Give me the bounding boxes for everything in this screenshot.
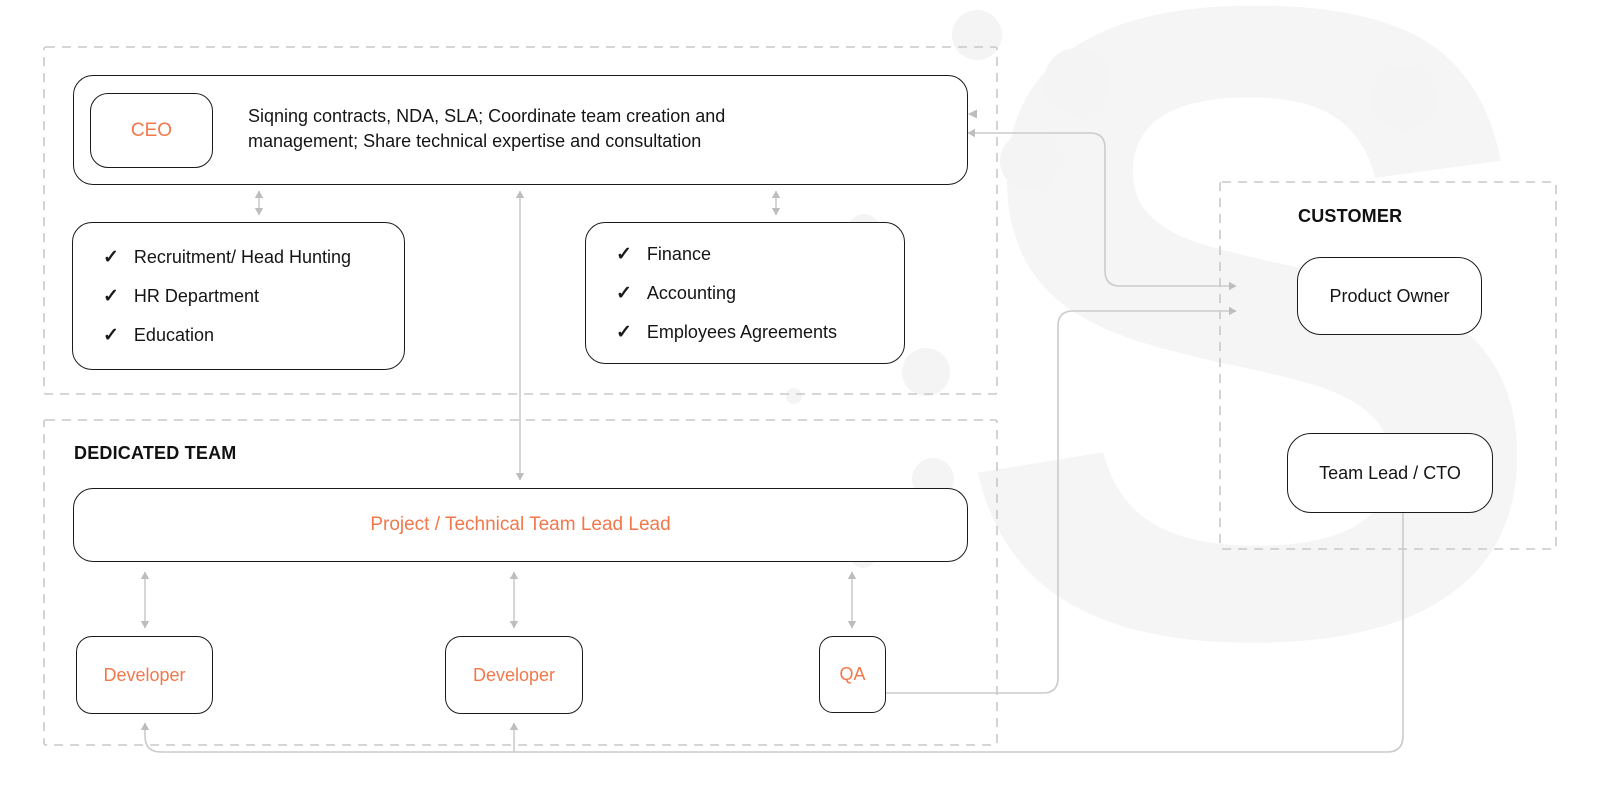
- list-item: ✓ Accounting: [616, 282, 736, 305]
- watermark-dot: [1372, 66, 1436, 130]
- connector-cto-developer-1: [140, 513, 1404, 753]
- watermark-letter: S: [952, 0, 1553, 800]
- list-item: ✓ Recruitment/ Head Hunting: [103, 246, 351, 269]
- product-owner-label: Product Owner: [1329, 285, 1450, 306]
- list-item: ✓ HR Department: [103, 285, 259, 308]
- dedicated-team-panel: [43, 419, 998, 746]
- qa-box: QA: [819, 636, 886, 713]
- list-item: ✓ Education: [103, 324, 214, 347]
- list-item-label: Recruitment/ Head Hunting: [133, 246, 352, 267]
- watermark-dot: [952, 10, 1002, 60]
- check-icon: ✓: [616, 321, 632, 343]
- project-lead-box: Project / Technical Team Lead Lead: [73, 488, 968, 562]
- team-lead-cto-box: Team Lead / CTO: [1287, 433, 1493, 513]
- watermark-dot: [786, 388, 802, 404]
- ceo-label: CEO: [130, 119, 173, 141]
- ceo-box: CEO: [90, 93, 213, 168]
- list-item: ✓ Finance: [616, 243, 711, 266]
- finance-services-box: ✓ Finance ✓ Accounting ✓ Employees Agree…: [585, 222, 905, 364]
- ceo-description: Siqning contracts, NDA, SLA; Coordinate …: [248, 106, 726, 151]
- list-item-label: HR Department: [133, 285, 259, 306]
- check-icon: ✓: [616, 243, 632, 265]
- list-item: ✓ Employees Agreements: [616, 321, 837, 344]
- list-item-label: Accounting: [646, 282, 736, 303]
- watermark-dot: [1044, 48, 1110, 114]
- developer-box: Developer: [76, 636, 213, 714]
- list-item-label: Finance: [646, 243, 711, 264]
- developer-box: Developer: [445, 636, 583, 714]
- ceo-container-box: [73, 75, 968, 185]
- check-icon: ✓: [616, 282, 632, 304]
- product-owner-box: Product Owner: [1297, 257, 1482, 335]
- team-lead-cto-label: Team Lead / CTO: [1319, 462, 1461, 483]
- qa-label: QA: [839, 664, 866, 684]
- check-icon: ✓: [103, 246, 119, 268]
- connector-qa-product-owner: [886, 306, 1237, 694]
- watermark-dot: [902, 348, 950, 396]
- dedicated-team-title: DEDICATED TEAM: [74, 443, 237, 463]
- developer-label: Developer: [103, 664, 186, 685]
- check-icon: ✓: [103, 285, 119, 307]
- customer-panel: [1219, 181, 1557, 550]
- connector-ceo-product-owner: [967, 128, 1237, 291]
- connector-arrowhead-ceo: [968, 109, 977, 119]
- customer-title: CUSTOMER: [1298, 206, 1403, 226]
- hr-services-box: ✓ Recruitment/ Head Hunting ✓ HR Departm…: [72, 222, 405, 370]
- check-icon: ✓: [103, 324, 119, 346]
- developer-label: Developer: [472, 664, 556, 685]
- project-lead-label: Project / Technical Team Lead Lead: [370, 514, 671, 535]
- list-item-label: Employees Agreements: [646, 321, 838, 342]
- list-item-label: Education: [133, 324, 214, 345]
